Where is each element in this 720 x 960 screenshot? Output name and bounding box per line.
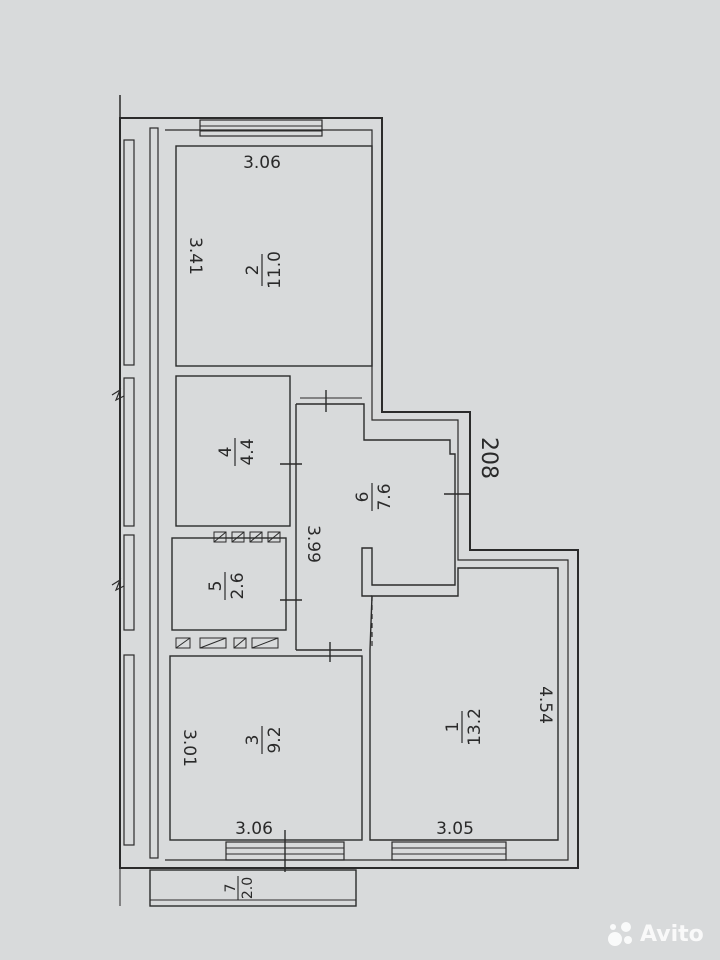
room-2-number: 2 <box>243 265 263 276</box>
room-2-length-dimension: 3.41 <box>185 237 205 275</box>
room-2-area: 11.0 <box>265 251 285 289</box>
left-window-band <box>123 534 135 631</box>
room-4-number: 4 <box>216 447 236 458</box>
break-mark <box>111 388 125 402</box>
room-1-width-dimension: 3.05 <box>436 819 474 839</box>
window-top <box>199 119 323 137</box>
room-6-area: 7.6 <box>375 483 395 510</box>
left-wall-band <box>149 127 159 859</box>
exterior-wall <box>119 117 579 869</box>
left-window-band <box>123 377 135 527</box>
room-2-width-dimension: 3.06 <box>243 153 281 173</box>
room-3-width-dimension: 3.06 <box>235 819 273 839</box>
room-5-number: 5 <box>206 581 226 592</box>
left-window-band <box>123 139 135 366</box>
room-3-area: 9.2 <box>265 726 285 753</box>
room-4 <box>175 375 291 527</box>
vent-blocks-lower <box>175 637 279 649</box>
room-2 <box>175 145 373 367</box>
room-1-number: 1 <box>443 722 463 733</box>
window-bottom-right <box>391 841 507 861</box>
room-5 <box>171 537 287 631</box>
room-7-area: 2.0 <box>240 877 256 899</box>
left-window-band <box>123 654 135 846</box>
break-mark <box>111 578 125 592</box>
room-1 <box>369 567 559 841</box>
room-3-length-dimension: 3.01 <box>179 729 199 767</box>
room-3 <box>169 655 363 841</box>
vent-blocks-upper <box>213 531 281 543</box>
room-6-number: 6 <box>353 492 373 503</box>
avito-logo-icon <box>606 920 634 948</box>
room-7-balcony <box>149 869 357 907</box>
room-3-number: 3 <box>243 735 263 746</box>
room-6-length-dimension: 3.99 <box>303 525 323 563</box>
room-1-area: 13.2 <box>465 708 485 746</box>
room-7-number: 7 <box>223 884 239 893</box>
room-4-area: 4.4 <box>238 438 258 465</box>
room-1-length-dimension: 4.54 <box>535 686 555 724</box>
height-mark: 208 <box>476 437 501 479</box>
watermark-text: Avito <box>640 921 704 947</box>
room-5-area: 2.6 <box>228 572 248 599</box>
avito-watermark: Avito <box>606 918 706 950</box>
